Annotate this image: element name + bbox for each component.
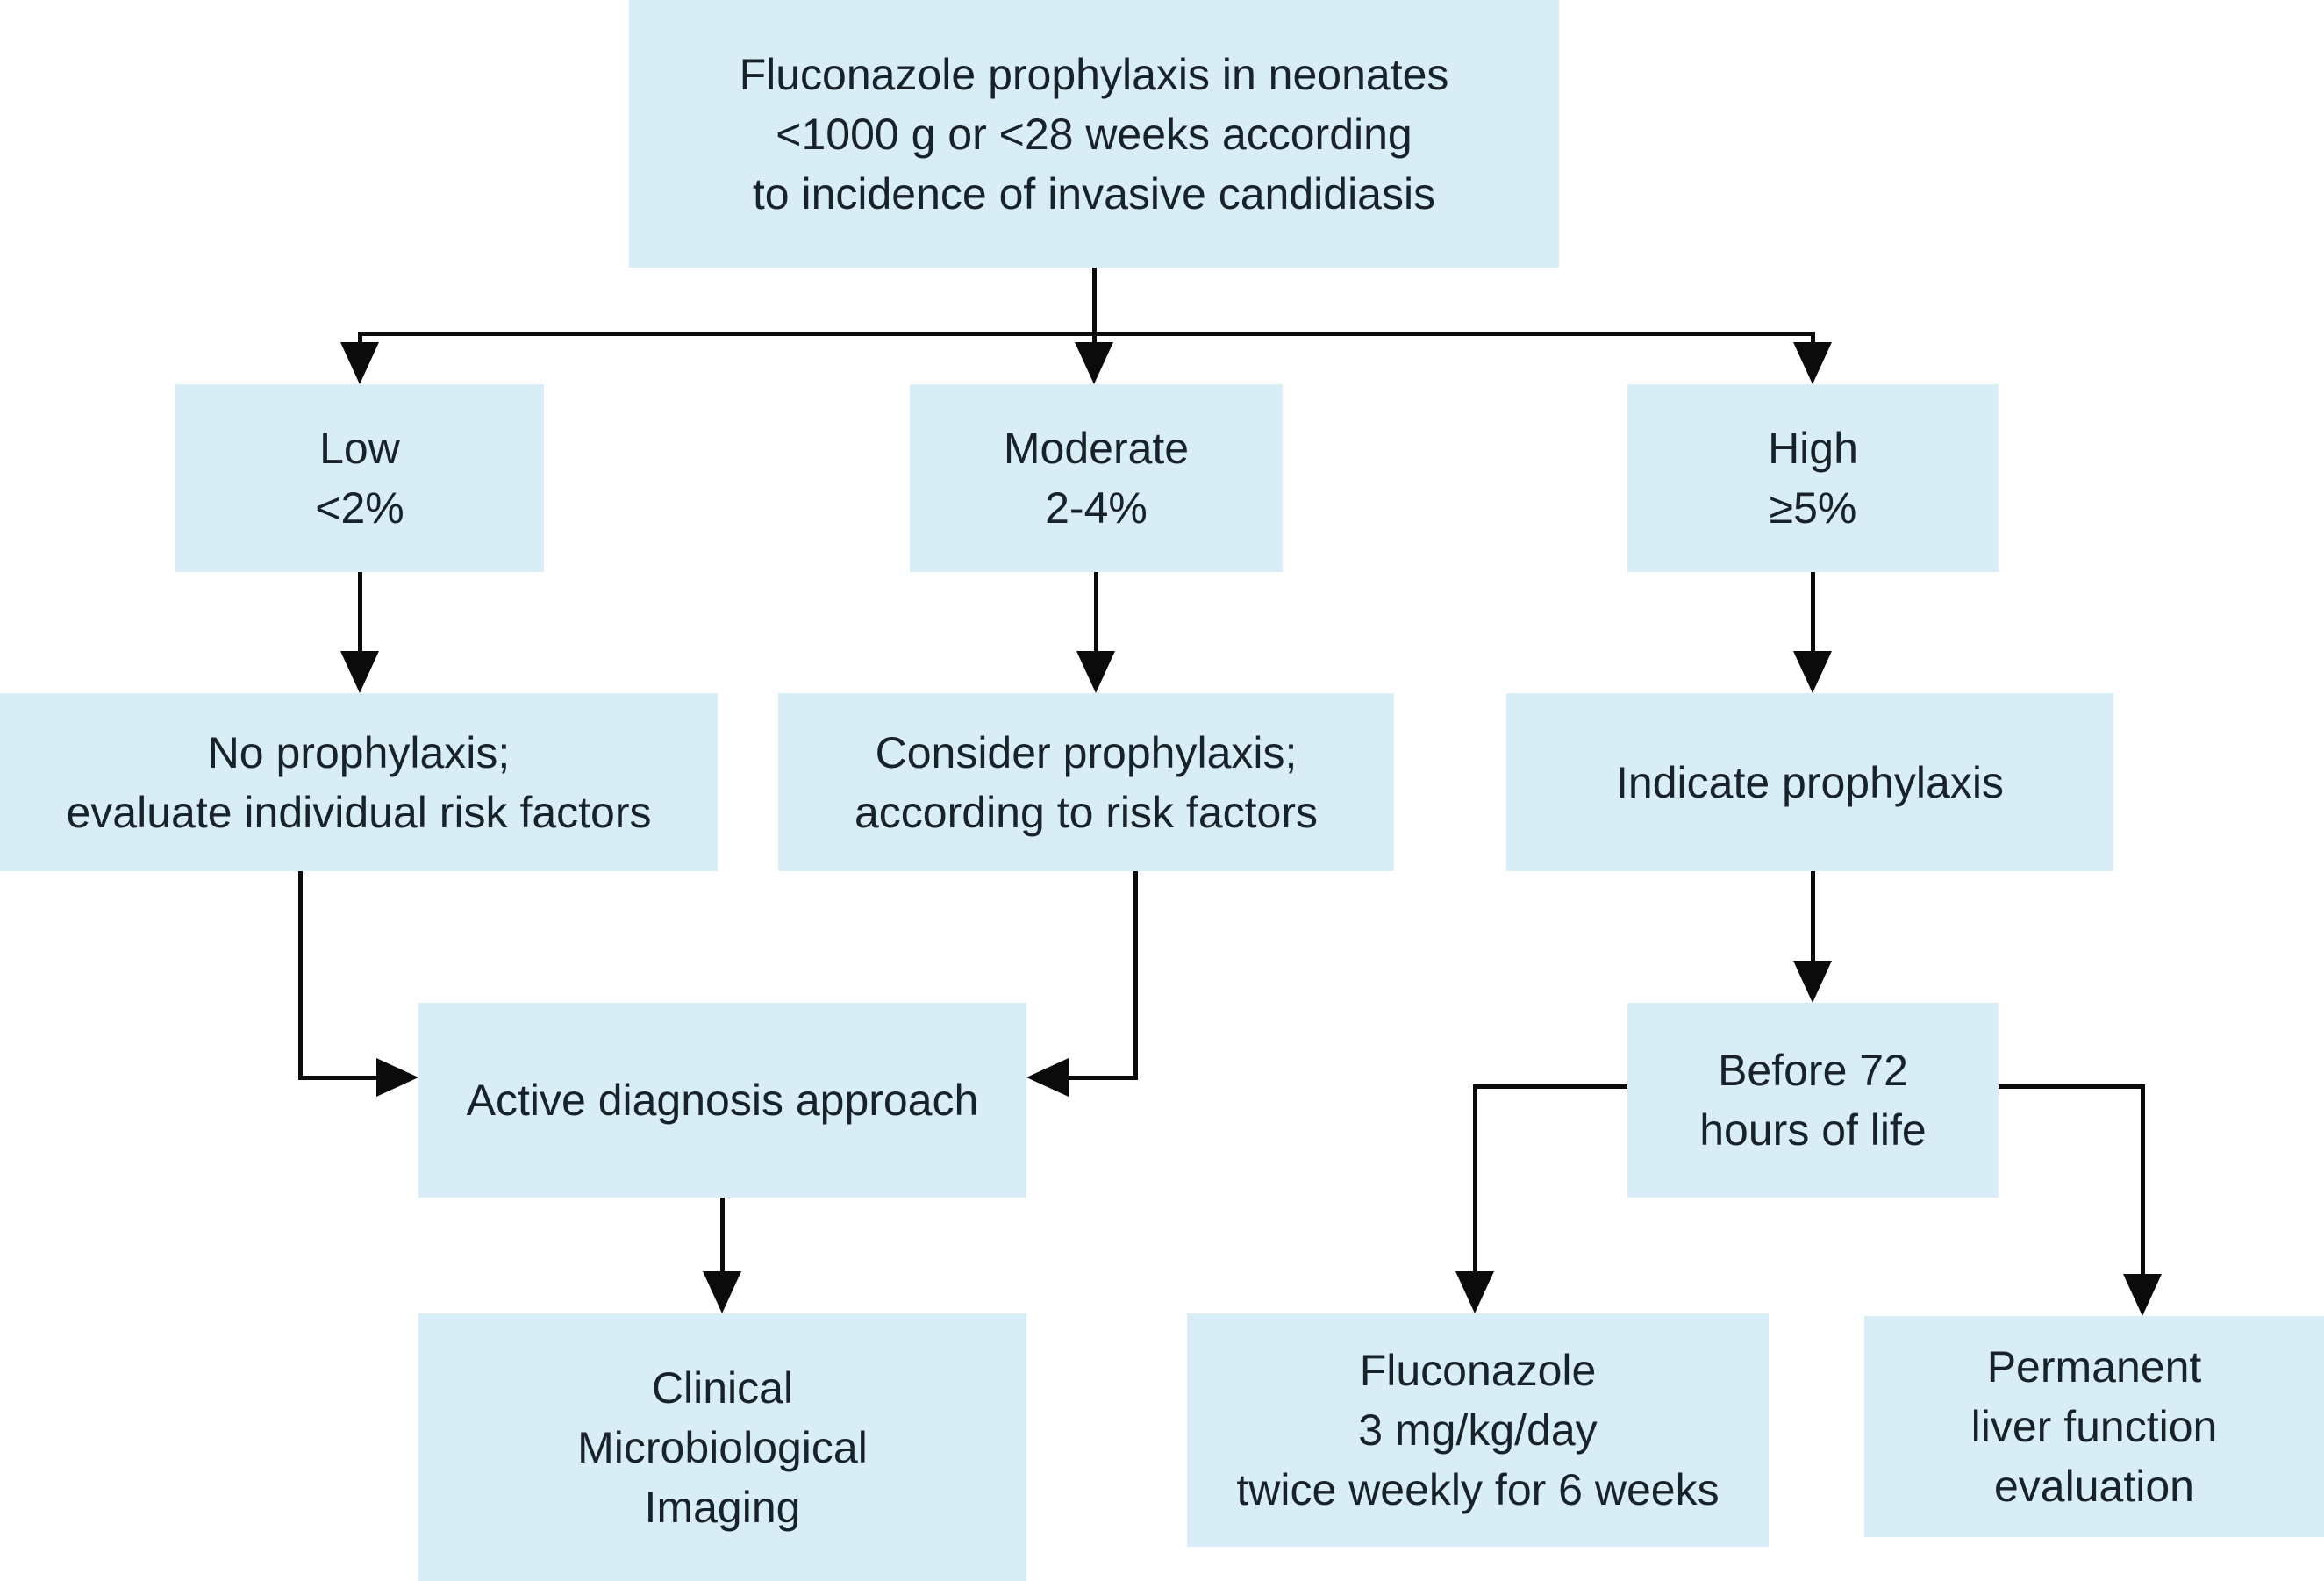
edge-consider-elbow-v: [1133, 871, 1138, 1080]
node-root-title: Fluconazole prophylaxis in neonates <100…: [629, 0, 1559, 268]
edge-indicate-to-before72: [1811, 871, 1815, 962]
arrowhead-to-low: [340, 342, 379, 384]
arrowhead-to-fluconazole: [1455, 1271, 1494, 1313]
node-consider-prophylaxis: Consider prophylaxis; according to risk …: [778, 693, 1394, 871]
arrowhead-to-indicate: [1793, 651, 1832, 693]
edge-distributor-line: [358, 332, 1814, 336]
node-active-diagnosis-approach: Active diagnosis approach: [418, 1003, 1026, 1198]
node-indicate-prophylaxis: Indicate prophylaxis: [1506, 693, 2113, 871]
edge-consider-elbow-h: [1069, 1076, 1138, 1080]
node-low-incidence: Low <2%: [175, 384, 544, 572]
edge-high-to-indicate: [1811, 572, 1815, 653]
edge-moderate-to-consider: [1094, 572, 1098, 653]
node-before-72-hours: Before 72 hours of life: [1627, 1003, 1999, 1198]
edge-before72-left-h: [1475, 1084, 1627, 1089]
node-fluconazole-dose: Fluconazole 3 mg/kg/day twice weekly for…: [1187, 1313, 1769, 1547]
arrowhead-to-before72: [1793, 961, 1832, 1003]
edge-before72-right-h: [1999, 1084, 2144, 1089]
arrowhead-to-moderate: [1075, 342, 1113, 384]
node-moderate-incidence: Moderate 2-4%: [910, 384, 1283, 572]
arrowhead-to-noprophylaxis: [340, 651, 379, 693]
edge-noprophylaxis-elbow-v: [298, 871, 303, 1080]
node-high-incidence: High ≥5%: [1627, 384, 1999, 572]
edge-root-stem: [1092, 268, 1097, 344]
edge-noprophylaxis-elbow-h: [298, 1076, 379, 1080]
arrowhead-to-high: [1793, 342, 1832, 384]
node-clinical-microbiological-imaging: Clinical Microbiological Imaging: [418, 1313, 1026, 1581]
edge-active-to-clinical: [720, 1198, 725, 1273]
arrowhead-to-clinical: [703, 1271, 741, 1313]
edge-low-to-noprophylaxis: [358, 572, 362, 653]
edge-before72-right-v: [2141, 1084, 2145, 1277]
node-no-prophylaxis: No prophylaxis; evaluate individual risk…: [0, 693, 718, 871]
arrowhead-to-active-left: [376, 1058, 418, 1097]
arrowhead-to-permanent: [2123, 1274, 2162, 1316]
edge-distributor-to-high: [1811, 332, 1815, 346]
node-permanent-liver-function: Permanent liver function evaluation: [1864, 1316, 2324, 1537]
arrowhead-to-consider: [1076, 651, 1115, 693]
edge-before72-left-v: [1473, 1084, 1477, 1275]
arrowhead-to-active-right: [1026, 1058, 1069, 1097]
edge-distributor-to-low: [358, 332, 362, 346]
